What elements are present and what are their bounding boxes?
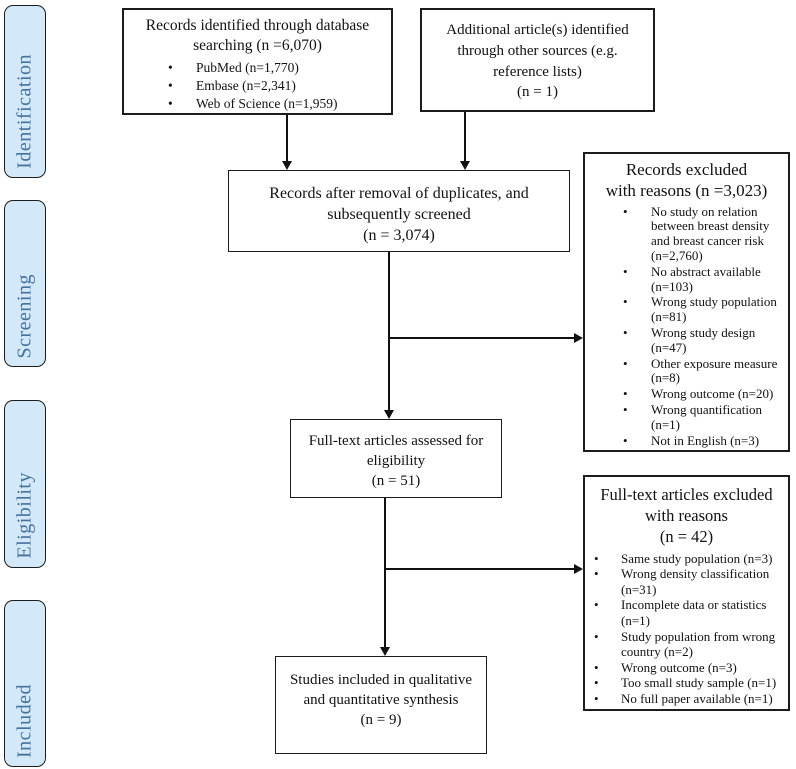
bullet-item: Study population from wrong country (n=2…: [594, 629, 786, 660]
box-fulltext-excluded: Full-text articles excluded with reasons…: [583, 475, 790, 711]
bullet-item: No study on relation between breast dens…: [623, 204, 784, 264]
bullet-item: No abstract available (n=103): [623, 264, 784, 295]
arrow-other-to-screened-line: [464, 112, 466, 162]
bullet-item: Wrong outcome (n=3): [594, 660, 786, 676]
stage-eligibility-label: Eligibility: [13, 472, 36, 559]
bullet-item: Not in English (n=3): [623, 433, 784, 449]
arrow-fulltext-to-excluded-head-icon: [574, 564, 583, 574]
stage-identification-label: Identification: [13, 54, 36, 169]
box-studies-included-title: Studies included in qualitative and quan…: [289, 672, 473, 708]
box-fulltext-excluded-title: Full-text articles excluded with reasons: [600, 485, 773, 525]
bullet-item: Web of Science (n=1,959): [168, 95, 391, 113]
bullet-item: No full paper available (n=1): [594, 691, 786, 707]
arrow-screened-to-excluded-head-icon: [574, 333, 583, 343]
box-records-excluded-title-line2: with reasons (n =3,023): [605, 181, 768, 201]
bullet-item: Wrong study population (n=81): [623, 295, 784, 325]
box-records-identified: Records identified through database sear…: [122, 8, 393, 115]
box-fulltext-excluded-list: Same study population (n=3)Wrong density…: [594, 551, 786, 707]
arrow-fulltext-to-excluded-line: [385, 568, 575, 570]
bullet-item: Wrong density classification (n=31): [594, 566, 786, 597]
arrow-fulltext-to-included-line: [384, 498, 386, 647]
box-records-excluded: Records excluded with reasons (n =3,023)…: [583, 152, 790, 452]
box-studies-included: Studies included in qualitative and quan…: [275, 656, 487, 754]
arrow-other-to-screened-head-icon: [460, 161, 470, 170]
arrow-screened-to-excluded-line: [389, 337, 575, 339]
box-records-excluded-list: No study on relation between breast dens…: [623, 204, 784, 449]
stage-eligibility: Eligibility: [4, 400, 46, 568]
stage-included: Included: [4, 600, 46, 767]
box-fulltext-assessed: Full-text articles assessed for eligibil…: [290, 419, 502, 498]
bullet-item: Wrong study design (n=47): [623, 325, 784, 356]
bullet-item: Wrong quantification (n=1): [623, 402, 784, 433]
bullet-item: Wrong outcome (n=20): [623, 386, 784, 402]
arrow-screened-to-fulltext-line: [388, 252, 390, 410]
stage-included-label: Included: [13, 684, 36, 758]
bullet-item: Embase (n=2,341): [168, 77, 391, 95]
box-fulltext-assessed-title: Full-text articles assessed for eligibil…: [308, 433, 484, 469]
stage-screening: Screening: [4, 200, 46, 367]
box-records-identified-list: PubMed (n=1,770)Embase (n=2,341)Web of S…: [168, 59, 391, 114]
box-records-screened-count: (n = 3,074): [363, 227, 435, 245]
box-other-sources-count: (n = 1): [517, 84, 558, 100]
stage-screening-label: Screening: [13, 273, 36, 358]
box-fulltext-excluded-count: (n = 42): [659, 527, 714, 547]
box-records-screened: Records after removal of duplicates, and…: [228, 170, 570, 252]
arrow-db-to-screened-head-icon: [282, 161, 292, 170]
box-other-sources: Additional article(s) identified through…: [420, 8, 655, 112]
box-records-screened-title: Records after removal of duplicates, and…: [269, 185, 529, 224]
bullet-item: PubMed (n=1,770): [168, 59, 391, 77]
arrow-db-to-screened-line: [286, 115, 288, 162]
arrow-screened-to-fulltext-head-icon: [384, 410, 394, 419]
box-records-identified-title: Records identified through database sear…: [145, 17, 370, 55]
bullet-item: Same study population (n=3): [594, 551, 786, 567]
box-fulltext-assessed-count: (n = 51): [371, 472, 421, 489]
bullet-item: Too small study sample (n=1): [594, 675, 786, 691]
box-records-excluded-title-line1: Records excluded: [625, 160, 748, 179]
arrow-fulltext-to-included-head-icon: [380, 647, 390, 656]
bullet-item: Other exposure measure (n=8): [623, 356, 784, 387]
bullet-item: Incomplete data or statistics (n=1): [594, 597, 786, 628]
box-studies-included-count: (n = 9): [360, 711, 402, 728]
box-other-sources-title: Additional article(s) identified through…: [446, 22, 629, 80]
stage-identification: Identification: [4, 5, 46, 178]
